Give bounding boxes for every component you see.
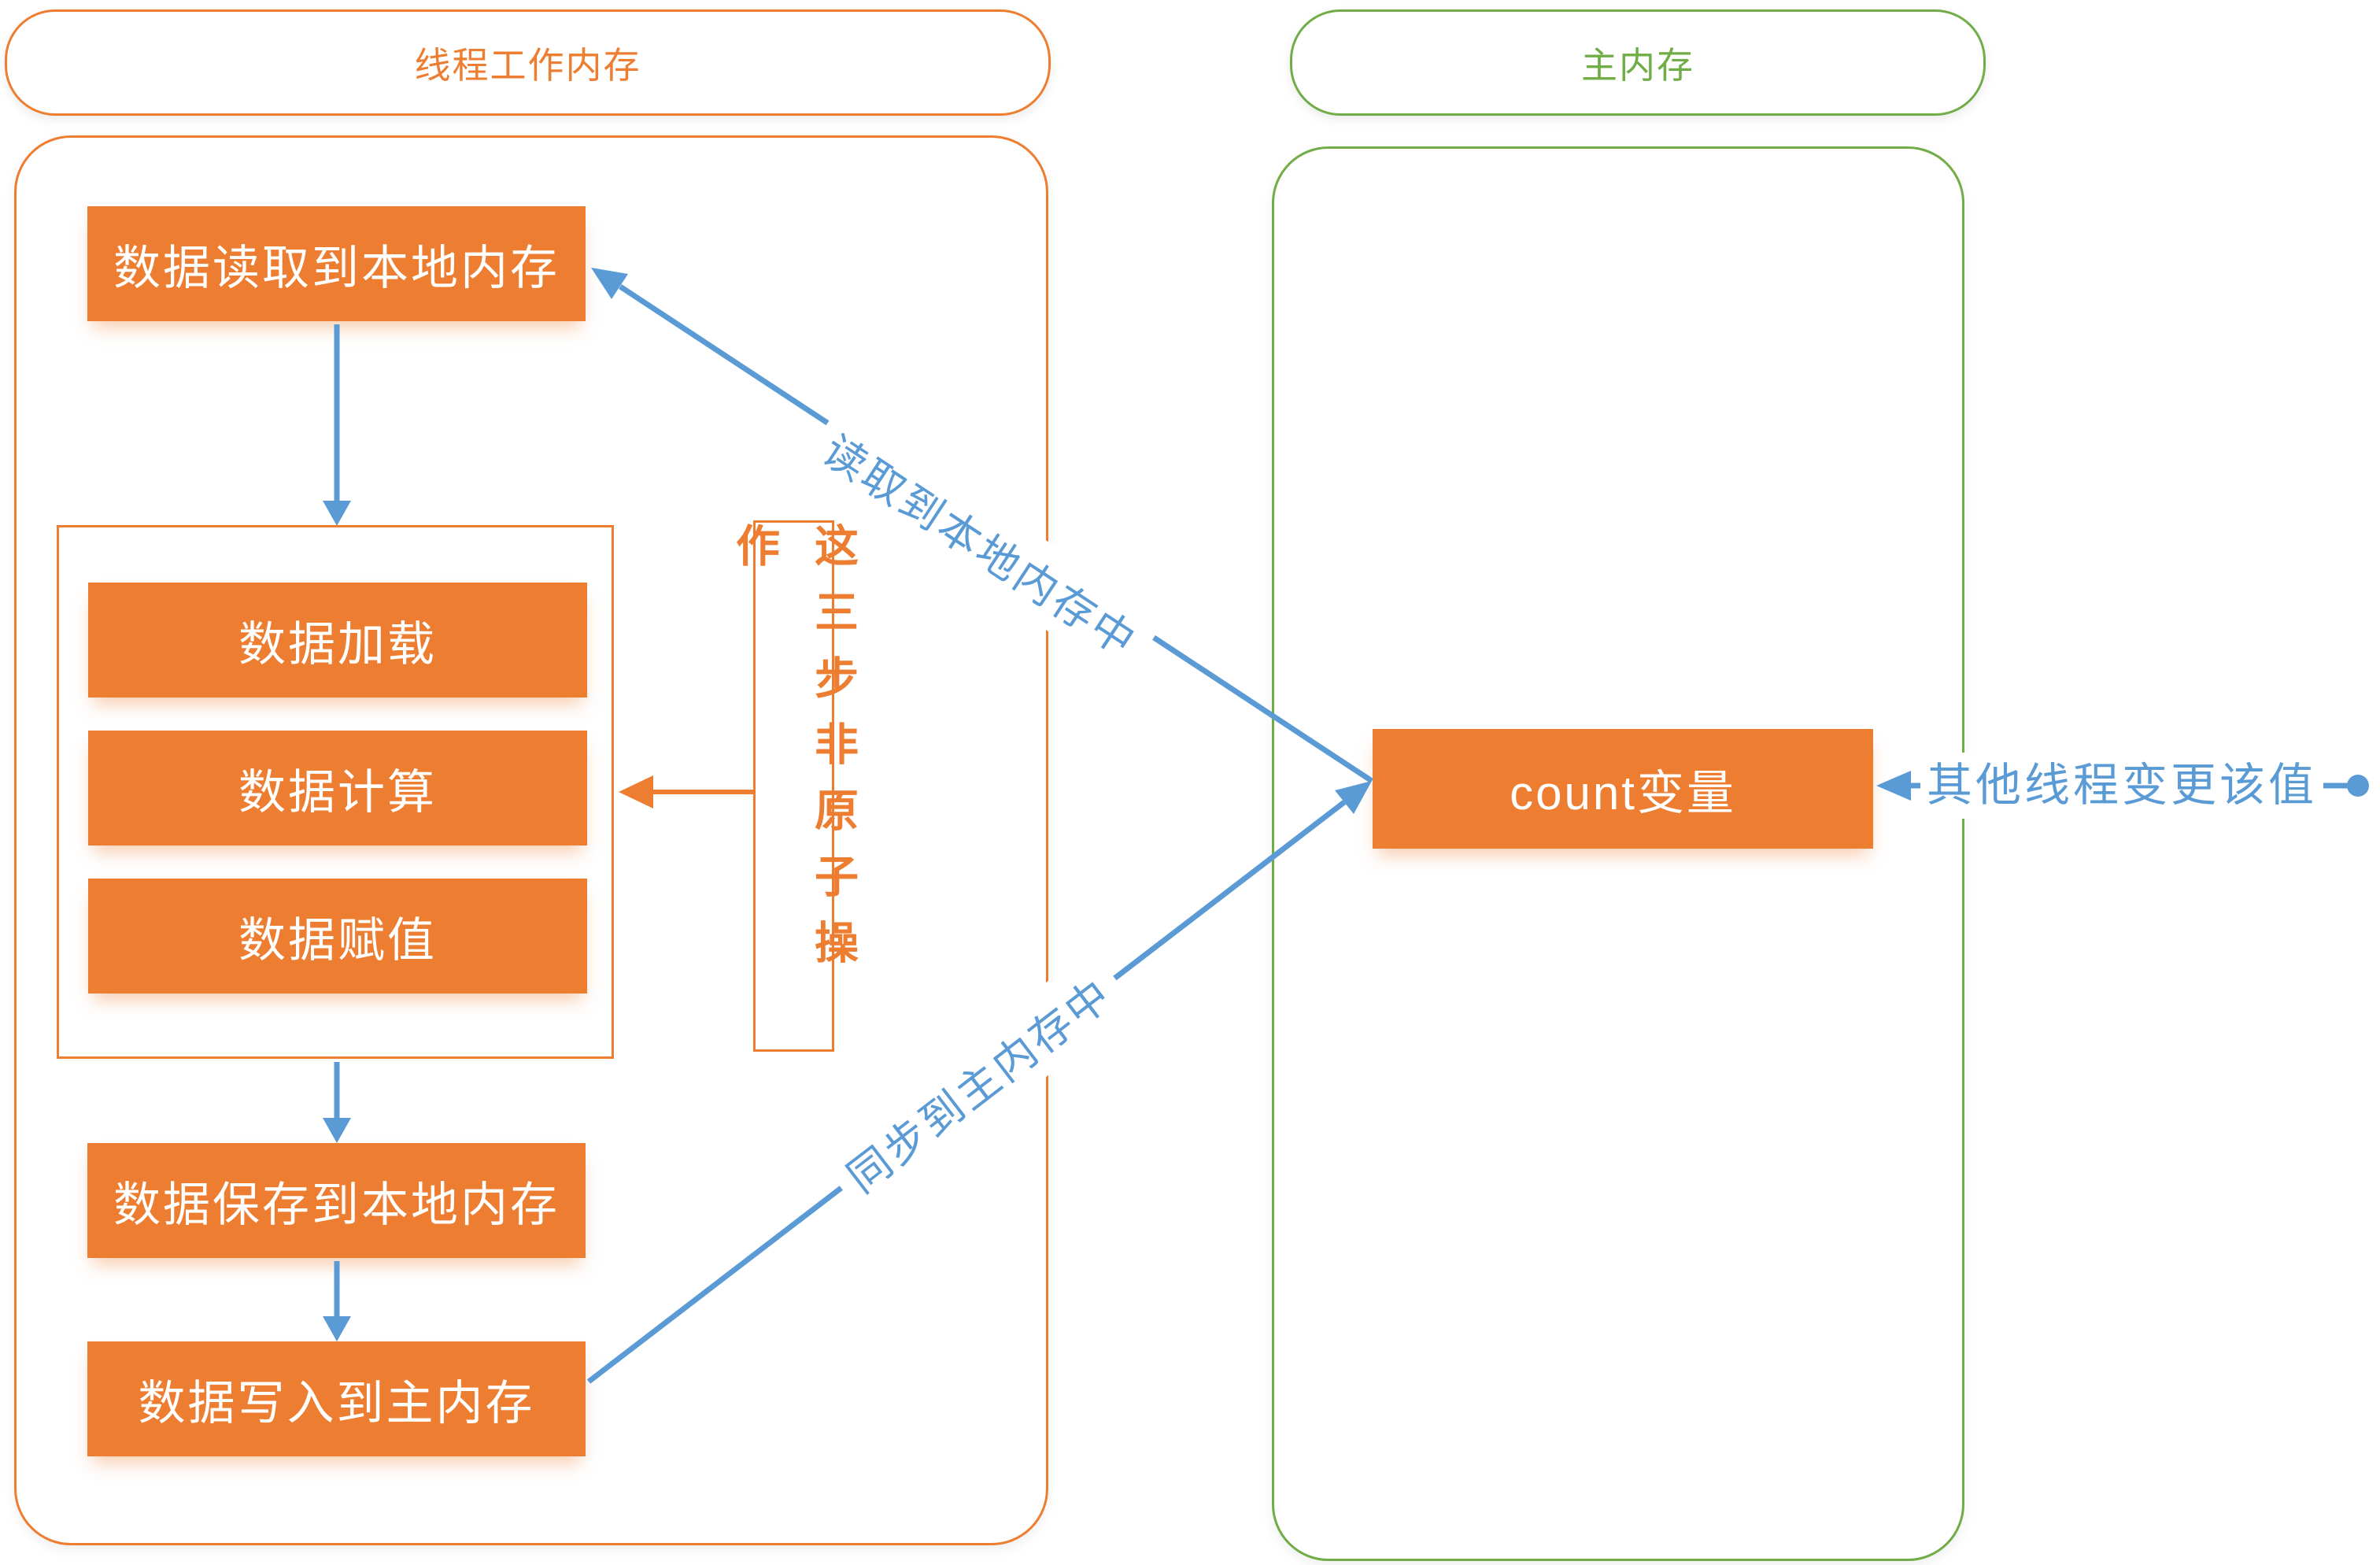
save-to-local-memory-label: 数据保存到本地内存 [113, 1178, 560, 1231]
data-compute-box: 数据计算 [88, 731, 587, 845]
non-atomic-note-label: 这三步非原子操作 [730, 523, 859, 986]
data-assign-box: 数据赋值 [88, 879, 587, 993]
write-to-main-memory-box: 数据写入到主内存 [87, 1341, 586, 1456]
data-load-label: 数据加载 [238, 617, 437, 671]
main-memory-panel [1272, 146, 1964, 1561]
data-assign-label: 数据赋值 [238, 913, 437, 967]
thread-working-memory-title-label: 线程工作内存 [414, 44, 641, 86]
other-thread-note: 其他线程变更该值 [1920, 753, 2324, 819]
count-variable-label: count变量 [1510, 766, 1736, 819]
save-to-local-memory-box: 数据保存到本地内存 [87, 1143, 586, 1258]
read-to-local-memory-label: 数据读取到本地内存 [113, 241, 560, 294]
thread-working-memory-title: 线程工作内存 [5, 9, 1051, 116]
read-to-local-memory-box: 数据读取到本地内存 [87, 206, 586, 321]
data-load-box: 数据加载 [88, 583, 587, 697]
write-to-main-memory-label: 数据写入到主内存 [138, 1376, 535, 1430]
other-thread-note-text: 其他线程变更该值 [1927, 760, 2318, 811]
main-memory-title: 主内存 [1290, 9, 1986, 116]
non-atomic-note-box: 这三步非原子操作 [730, 520, 859, 1052]
main-memory-title-label: 主内存 [1581, 44, 1694, 86]
data-compute-label: 数据计算 [238, 765, 437, 819]
other-thread-endpoint-dot [2347, 775, 2369, 797]
count-variable-box: count变量 [1373, 729, 1873, 849]
